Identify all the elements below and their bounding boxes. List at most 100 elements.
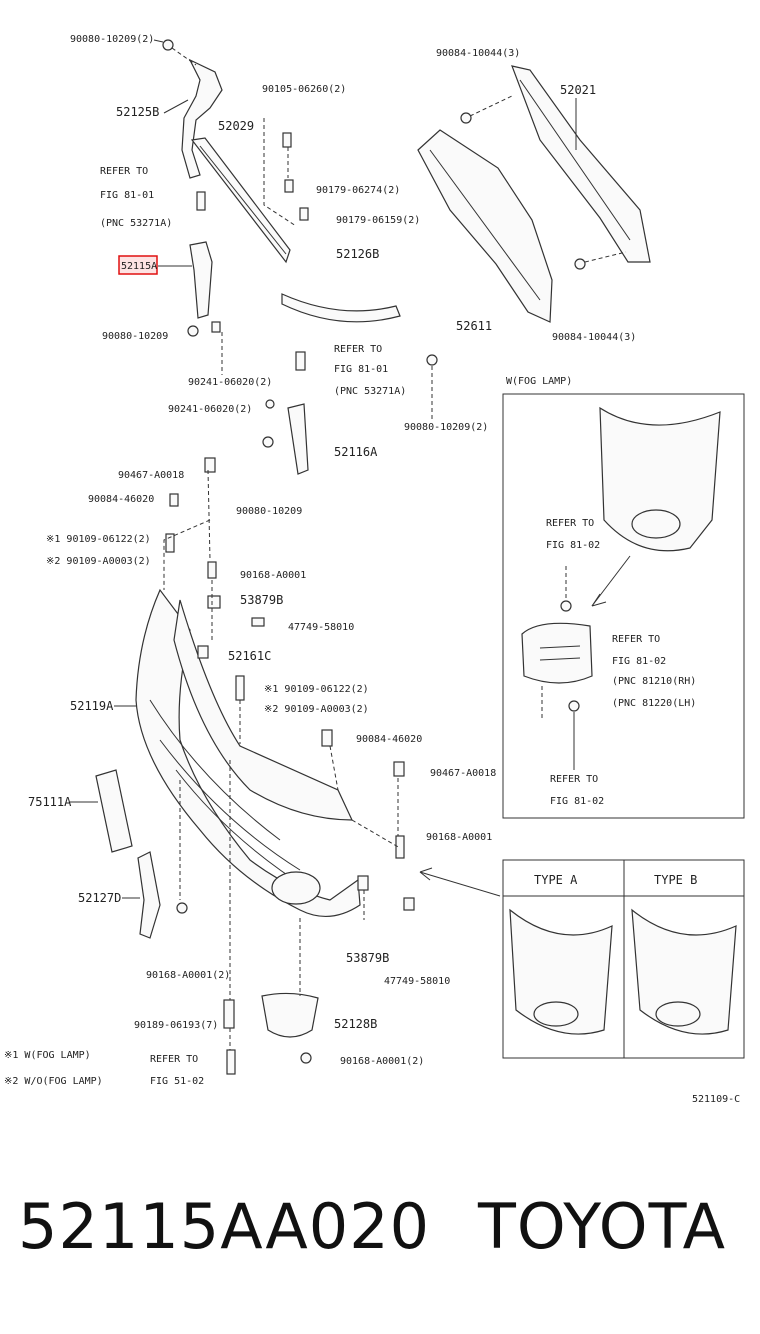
label-90080-10209-left: 90080-10209	[102, 331, 168, 342]
highlight-box-52115A	[118, 255, 158, 275]
part-52119A-shape	[135, 588, 361, 918]
clip-90467-A0018-a-icon	[204, 457, 216, 473]
label-figure-code: 521109-C	[692, 1094, 740, 1105]
label-90084-46020-b: 90084-46020	[356, 734, 422, 745]
brand-name: TOYOTA	[478, 1190, 727, 1263]
label-wfog: W(FOG LAMP)	[506, 376, 572, 387]
label-90080-10209-mid: 90080-10209(2)	[404, 422, 488, 433]
label-refer-5102-b: FIG 51-02	[150, 1076, 204, 1087]
bolt-90080-10209-mid-icon	[426, 354, 438, 366]
label-52128B: 52128B	[334, 1017, 377, 1031]
screw-90168-A0001-a-icon	[207, 561, 217, 579]
label-90084-10044-bot: 90084-10044(3)	[552, 332, 636, 343]
type-a-fog-shape	[533, 1001, 579, 1027]
part-52021-shape	[511, 65, 651, 263]
label-90467-A0018-b: 90467-A0018	[430, 768, 496, 779]
bolt-90080-10209-icon	[187, 325, 199, 337]
label-52115A[interactable]: 52115A	[121, 261, 157, 272]
label-90241-06020-b: 90241-06020(2)	[168, 404, 252, 415]
clip-90084-46020-a-icon	[169, 493, 179, 507]
screw-90109-a-icon	[165, 533, 175, 553]
label-52021: 52021	[560, 83, 596, 97]
label-52126B: 52126B	[336, 247, 379, 261]
label-note1-90109: ※1 90109-06122(2)	[46, 534, 151, 545]
upper-retainer-assembly	[162, 39, 438, 475]
screw-90109-b-icon	[235, 675, 245, 701]
part-number: 52115AA020	[18, 1190, 431, 1263]
label-52116A: 52116A	[334, 445, 378, 459]
clip-53271A-ref-icon	[196, 191, 206, 211]
fog-lamp-unit-shape	[521, 622, 593, 684]
clip-90084-46020-b-icon	[321, 729, 333, 747]
part-52116A-shape	[287, 403, 309, 475]
label-53879B-a: 53879B	[240, 593, 283, 607]
fog-lamp-bolt-upper-icon	[560, 600, 572, 612]
clip-47749-58010-a-icon	[251, 617, 265, 627]
label-75111A: 75111A	[28, 795, 72, 809]
label-90080-10209-low: 90080-10209	[236, 506, 302, 517]
parts-diagram: 90080-10209(2) 52125B 52029 90105-06260(…	[4, 34, 745, 1105]
part-52127D-shape	[137, 851, 161, 939]
reinforcement-assembly	[417, 65, 651, 323]
label-refer-8101-b1: REFER TO	[334, 344, 382, 355]
label-refer-8101-a3: (PNC 53271A)	[100, 218, 172, 229]
fog-lamp-inset-frame	[502, 393, 745, 819]
label-90168-A0001-2b: 90168-A0001(2)	[340, 1056, 424, 1067]
label-refer-8102-2a: REFER TO	[612, 634, 660, 645]
part-52126B-shape	[281, 293, 401, 323]
clip-53271A-ref-b-icon	[295, 351, 306, 371]
bumper-cover-assembly	[95, 457, 415, 1075]
label-90241-06020-a: 90241-06020(2)	[188, 377, 272, 388]
label-90080-10209-top: 90080-10209(2)	[70, 34, 154, 45]
fog-lamp-inset	[502, 393, 745, 819]
label-legend-1: ※1 W(FOG LAMP)	[4, 1050, 91, 1061]
label-47749-58010-a: 47749-58010	[288, 622, 354, 633]
label-90084-10044-top: 90084-10044(3)	[436, 48, 520, 59]
bolt-90080-10209-top-icon	[162, 39, 174, 51]
clip-90241-06020-icon	[211, 321, 221, 333]
bolt-90168-A0001-b-icon	[300, 1052, 312, 1064]
clip-90179-06159-icon	[299, 207, 309, 221]
part-52161C-icon	[197, 645, 209, 659]
clip-90241-06020-b-icon	[265, 399, 275, 409]
label-pnc-81210: (PNC 81210(RH)	[612, 676, 696, 687]
part-52128B-shape	[261, 992, 319, 1038]
part-52115A-shape	[189, 241, 213, 319]
label-52611: 52611	[456, 319, 492, 333]
clip-90189-06193-icon	[223, 999, 235, 1029]
label-note1-90109-b: ※1 90109-06122(2)	[264, 684, 369, 695]
label-90105-06260: 90105-06260(2)	[262, 84, 346, 95]
label-refer-8101-a1: REFER TO	[100, 166, 148, 177]
footer: 52115AA020 TOYOTA	[0, 1190, 760, 1270]
part-52029-shape	[190, 137, 291, 264]
type-b-fog-shape	[655, 1001, 701, 1027]
label-refer-8102-3b: FIG 81-02	[550, 796, 604, 807]
label-52119A: 52119A	[70, 699, 114, 713]
label-refer-8101-a2: FIG 81-01	[100, 190, 154, 201]
label-pnc-81220: (PNC 81220(LH)	[612, 698, 696, 709]
label-52161C: 52161C	[228, 649, 271, 663]
fog-lamp-bolt-lower-icon	[568, 700, 580, 712]
label-refer-5102-a: REFER TO	[150, 1054, 198, 1065]
label-52127D: 52127D	[78, 891, 121, 905]
clip-51-02-ref-icon	[226, 1049, 236, 1075]
label-53879B-b: 53879B	[346, 951, 389, 965]
label-refer-8101-b3: (PNC 53271A)	[334, 386, 406, 397]
label-90189-06193: 90189-06193(7)	[134, 1020, 218, 1031]
label-90168-A0001-a: 90168-A0001	[240, 570, 306, 581]
label-90467-A0018-a: 90467-A0018	[118, 470, 184, 481]
label-type-b: TYPE B	[654, 873, 697, 887]
type-ab-inset	[419, 859, 745, 1059]
clip-53879B-b-icon	[357, 875, 369, 891]
clip-90105-06260-icon	[282, 132, 292, 148]
label-90168-A0001-2: 90168-A0001(2)	[146, 970, 230, 981]
clip-90179-06274-icon	[284, 179, 294, 193]
label-47749-58010-b: 47749-58010	[384, 976, 450, 987]
part-75111A-shape	[95, 769, 133, 853]
bolt-90168-A0001-a-icon	[176, 902, 188, 914]
part-52611-shape	[417, 129, 553, 323]
label-90179-06159: 90179-06159(2)	[336, 215, 420, 226]
label-90084-46020-a: 90084-46020	[88, 494, 154, 505]
clip-53879B-a-icon	[207, 595, 221, 609]
label-refer-8101-b2: FIG 81-01	[334, 364, 388, 375]
